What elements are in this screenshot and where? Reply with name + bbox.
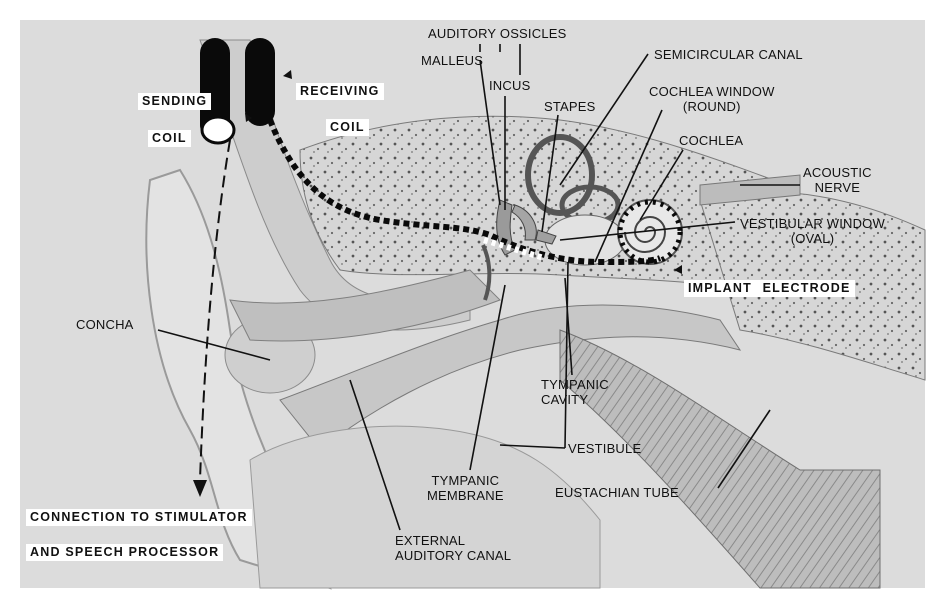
receiving-coil-shape bbox=[245, 38, 275, 126]
sending-coil-tip bbox=[202, 117, 234, 143]
label-tympanic-cavity-line2: CAVITY bbox=[541, 392, 609, 407]
label-implant-electrode: IMPLANT ELECTRODE bbox=[684, 280, 855, 297]
label-acoustic-nerve-line2: NERVE bbox=[803, 180, 872, 195]
label-semicircular-canal: SEMICIRCULAR CANAL bbox=[654, 47, 803, 62]
label-tympanic-cavity-line1: TYMPANIC bbox=[541, 377, 609, 392]
label-tympanic-membrane-line2: MEMBRANE bbox=[427, 488, 504, 503]
label-external-canal-line1: EXTERNAL bbox=[395, 533, 511, 548]
label-stapes: STAPES bbox=[544, 99, 596, 114]
label-acoustic-nerve: ACOUSTIC NERVE bbox=[803, 165, 872, 195]
label-concha: CONCHA bbox=[76, 317, 134, 332]
label-vestibular-window-line1: VESTIBULAR WINDOW bbox=[740, 216, 885, 231]
label-tympanic-membrane: TYMPANIC MEMBRANE bbox=[427, 473, 504, 503]
label-external-canal-line2: AUDITORY CANAL bbox=[395, 548, 511, 563]
label-cochlea-window-line2: (ROUND) bbox=[649, 99, 775, 114]
label-connection-line1: CONNECTION TO STIMULATOR bbox=[26, 509, 252, 526]
label-connection-line2: AND SPEECH PROCESSOR bbox=[26, 544, 223, 561]
label-vestibular-window-line2: (OVAL) bbox=[740, 231, 885, 246]
label-sending: SENDING bbox=[138, 93, 211, 110]
label-external-auditory-canal: EXTERNAL AUDITORY CANAL bbox=[395, 533, 511, 563]
label-vestibular-window: VESTIBULAR WINDOW (OVAL) bbox=[740, 216, 885, 246]
label-cochlea-window: COCHLEA WINDOW (ROUND) bbox=[649, 84, 775, 114]
label-sending-coil: COIL bbox=[148, 130, 191, 147]
cochlea-shape bbox=[618, 200, 682, 264]
label-incus: INCUS bbox=[489, 78, 530, 93]
label-receiving-coil: COIL bbox=[326, 119, 369, 136]
label-eustachian-tube: EUSTACHIAN TUBE bbox=[555, 485, 679, 500]
label-tympanic-cavity: TYMPANIC CAVITY bbox=[541, 377, 609, 407]
label-malleus: MALLEUS bbox=[421, 53, 483, 68]
label-cochlea-window-line1: COCHLEA WINDOW bbox=[649, 84, 775, 99]
label-vestibule: VESTIBULE bbox=[568, 441, 641, 456]
label-cochlea: COCHLEA bbox=[679, 133, 743, 148]
label-acoustic-nerve-line1: ACOUSTIC bbox=[803, 165, 872, 180]
label-auditory-ossicles: AUDITORY OSSICLES bbox=[428, 26, 567, 41]
label-tympanic-membrane-line1: TYMPANIC bbox=[427, 473, 504, 488]
label-receiving: RECEIVING bbox=[296, 83, 384, 100]
